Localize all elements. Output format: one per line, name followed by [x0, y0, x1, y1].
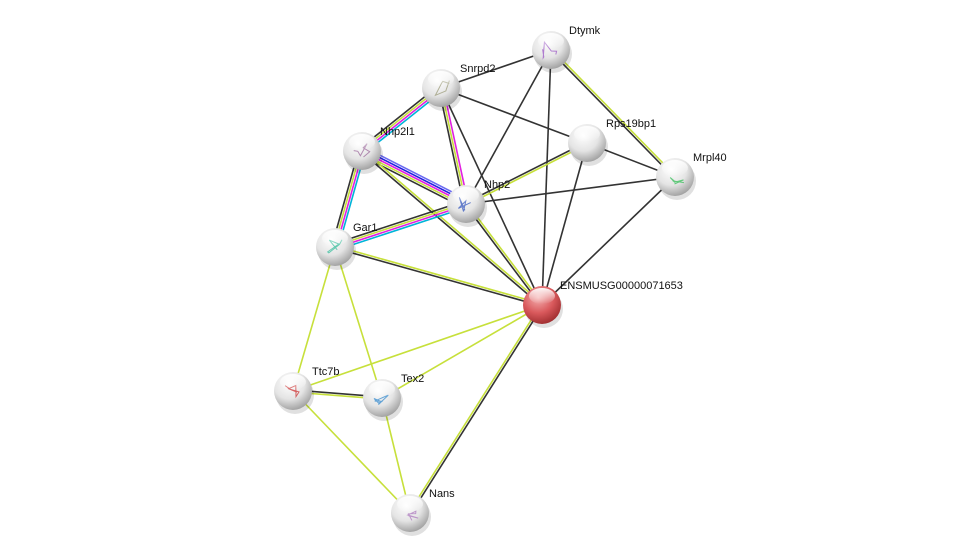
edge-line-coexpression [550, 51, 674, 178]
edge-line-textmining [552, 49, 676, 176]
node-highlight [529, 288, 555, 304]
node-Tex2[interactable]: Tex2 [363, 373, 424, 421]
edge-line-coexpression [542, 50, 551, 305]
node-label: Nans [429, 488, 455, 500]
node-label: Nhp2 [484, 179, 510, 191]
nodes-layer: DtymkSnrpd2Rps19bp1Mrpl40 Nhp2l1Nhp2Gar1E… [274, 25, 727, 536]
node-highlight [349, 134, 375, 150]
node-highlight [538, 33, 564, 49]
edge-line-textmining [335, 247, 382, 398]
node-label: Tex2 [401, 373, 424, 385]
node-label: Gar1 [353, 222, 377, 234]
edge-Gar1-Tex2[interactable] [335, 247, 382, 398]
node-label: Ttc7b [312, 366, 340, 378]
node-ENSMUSG00000071653[interactable]: ENSMUSG00000071653 [523, 280, 683, 328]
node-label: Nhp2l1 [380, 126, 415, 138]
node-Dtymk[interactable]: Dtymk [532, 25, 601, 73]
node-highlight [662, 160, 688, 176]
node-label: Rps19bp1 [606, 118, 656, 130]
node-highlight [369, 381, 395, 397]
edge-line-textmining [409, 304, 541, 512]
edge-Nans-ENSMUSG00000071653[interactable] [409, 304, 543, 513]
node-Mrpl40[interactable]: Mrpl40 [656, 152, 727, 200]
edge-Dtymk-ENSMUSG00000071653[interactable] [542, 50, 551, 305]
edge-Gar1-ENSMUSG00000071653[interactable] [335, 246, 543, 306]
node-highlight [280, 374, 306, 390]
node-highlight [322, 230, 348, 246]
node-label: Snrpd2 [460, 63, 495, 75]
edge-line-coexpression [411, 306, 543, 514]
node-label: ENSMUSG00000071653 [560, 280, 683, 292]
node-highlight [453, 187, 479, 203]
node-Ttc7b[interactable]: Ttc7b [274, 366, 340, 414]
node-highlight [574, 126, 600, 142]
node-label: Dtymk [569, 25, 601, 37]
node-highlight [428, 71, 454, 87]
node-Nhp2[interactable]: Nhp2 [447, 179, 510, 227]
node-label: Mrpl40 [693, 152, 727, 164]
node-highlight [397, 496, 423, 512]
edge-Dtymk-Mrpl40[interactable] [550, 49, 676, 178]
edge-line-textmining [335, 246, 542, 304]
node-Gar1[interactable]: Gar1 [316, 222, 377, 270]
